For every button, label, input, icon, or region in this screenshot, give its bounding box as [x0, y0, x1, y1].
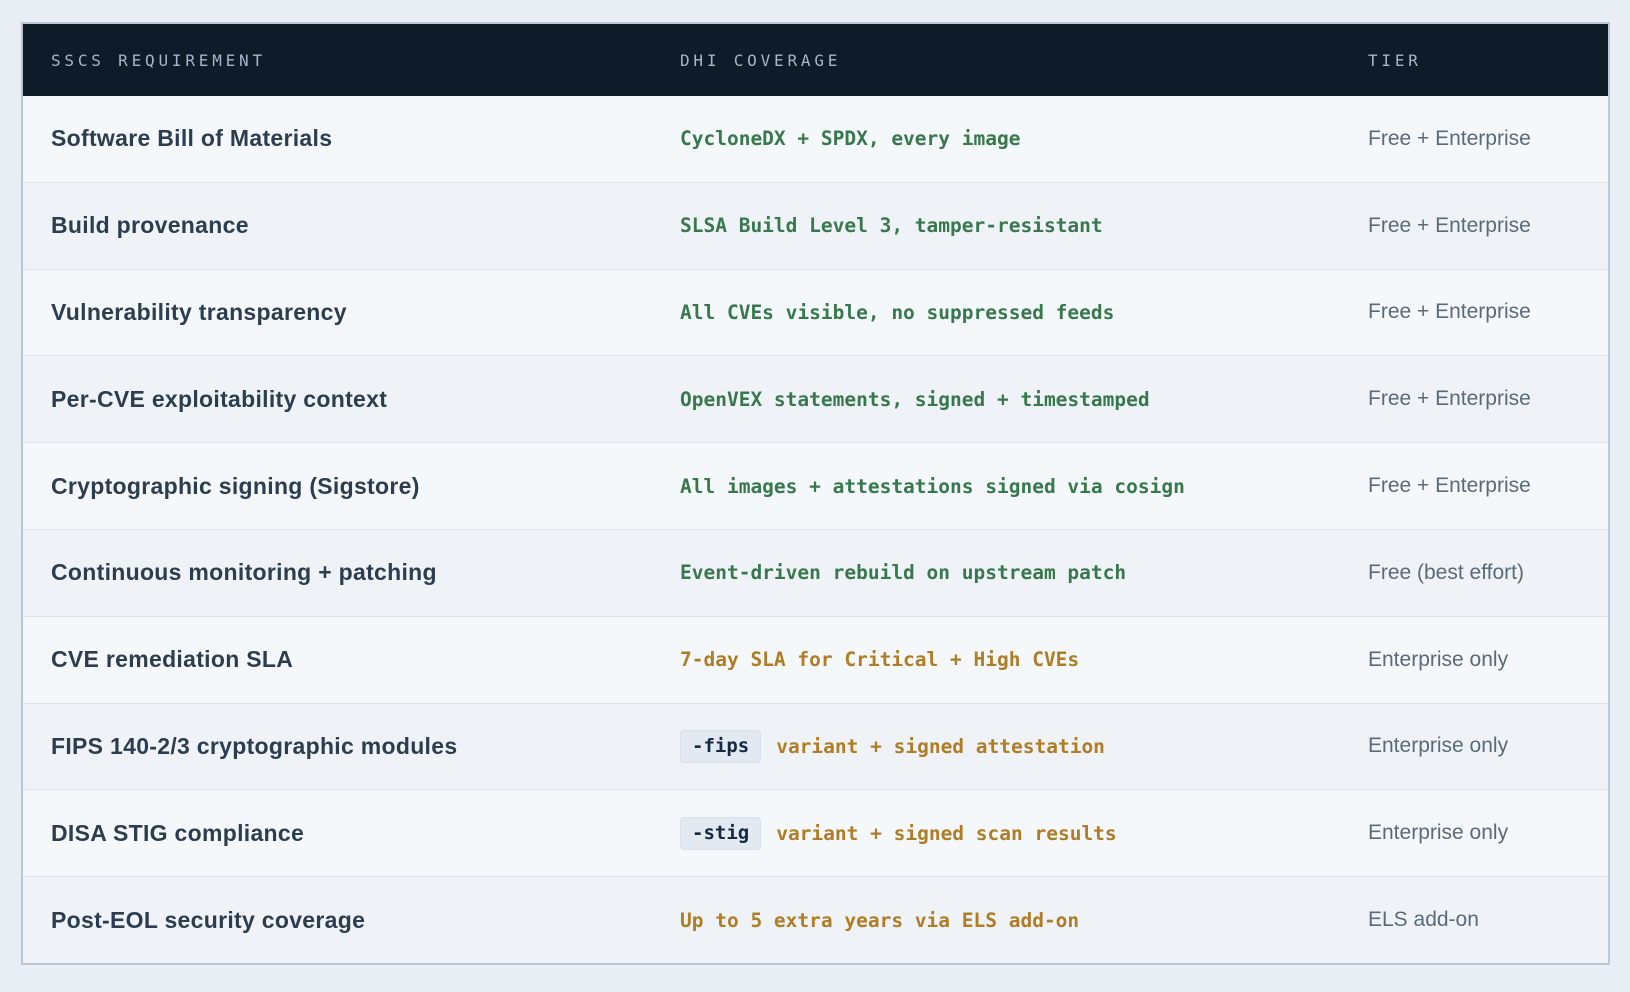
- coverage-text: SLSA Build Level 3, tamper-resistant: [680, 214, 1103, 238]
- coverage-text: CycloneDX + SPDX, every image: [680, 127, 1021, 151]
- tier-cell: Free + Enterprise: [1368, 300, 1531, 324]
- coverage-text: variant + signed scan results: [776, 821, 1117, 845]
- requirement-cell: Build provenance: [51, 212, 249, 239]
- tier-cell: ELS add-on: [1368, 908, 1479, 932]
- coverage-text: All images + attestations signed via cos…: [680, 474, 1185, 498]
- tier-cell: Enterprise only: [1368, 647, 1509, 671]
- tier-cell: Free + Enterprise: [1368, 126, 1531, 150]
- coverage-text: OpenVEX statements, signed + timestamped: [680, 387, 1150, 411]
- coverage-cell: SLSA Build Level 3, tamper-resistant: [680, 214, 1368, 237]
- coverage-text: Event-driven rebuild on upstream patch: [680, 561, 1127, 585]
- tier-cell: Free + Enterprise: [1368, 387, 1531, 411]
- requirement-cell: Post-EOL security coverage: [51, 906, 366, 933]
- table-row: Continuous monitoring + patching Event-dr…: [23, 528, 1608, 616]
- table-row: Build provenance SLSA Build Level 3, tamp…: [23, 181, 1608, 269]
- requirement-cell: DISA STIG compliance: [51, 819, 305, 846]
- table-row: Software Bill of Materials CycloneDX + SP…: [23, 96, 1608, 182]
- coverage-cell: All images + attestations signed via cos…: [680, 475, 1368, 498]
- requirement-cell: Vulnerability transparency: [51, 298, 347, 325]
- coverage-text: Up to 5 extra years via ELS add-on: [680, 908, 1080, 932]
- tier-cell: Enterprise only: [1368, 734, 1509, 758]
- requirement-cell: Per-CVE exploitability context: [51, 385, 388, 412]
- image-variant-chip: -stig: [680, 816, 762, 850]
- tier-cell: Free + Enterprise: [1368, 474, 1531, 498]
- table-header-row: SSCS REQUIREMENT DHI COVERAGE TIER: [23, 24, 1608, 96]
- coverage-text: variant + signed attestation: [776, 734, 1105, 758]
- table-row: DISA STIG compliance -stig variant + signe…: [23, 789, 1608, 877]
- requirement-cell: Continuous monitoring + patching: [51, 559, 437, 586]
- coverage-cell: CycloneDX + SPDX, every image: [680, 127, 1368, 150]
- coverage-text: All CVEs visible, no suppressed feeds: [680, 300, 1115, 324]
- coverage-cell: -fips variant + signed attestation: [680, 730, 1368, 763]
- coverage-text: 7-day SLA for Critical + High CVEs: [680, 648, 1080, 672]
- coverage-cell: Up to 5 extra years via ELS add-on: [680, 909, 1368, 932]
- image-variant-chip: -fips: [680, 730, 762, 763]
- sscs-coverage-table: SSCS REQUIREMENT DHI COVERAGE TIER Softw…: [21, 22, 1610, 965]
- column-header-tier: TIER: [1368, 50, 1422, 70]
- table-row: CVE remediation SLA 7-day SLA for Critica…: [23, 615, 1608, 703]
- requirement-cell: Cryptographic signing (Sigstore): [51, 472, 420, 499]
- tier-cell: Free (best effort): [1368, 560, 1525, 584]
- coverage-cell: Event-driven rebuild on upstream patch: [680, 561, 1368, 584]
- requirement-cell: Software Bill of Materials: [51, 125, 333, 152]
- table-row: Cryptographic signing (Sigstore) All imag…: [23, 442, 1608, 529]
- table-row: Per-CVE exploitability context OpenVEX st…: [23, 355, 1608, 443]
- table-row: Vulnerability transparency All CVEs visib…: [23, 268, 1608, 356]
- table-row: Post-EOL security coverage Up to 5 extra …: [23, 876, 1608, 963]
- column-header-sscs-requirement: SSCS REQUIREMENT: [51, 50, 266, 70]
- tier-cell: Free + Enterprise: [1368, 213, 1531, 237]
- coverage-cell: -stig variant + signed scan results: [680, 816, 1368, 850]
- column-header-dhi-coverage: DHI COVERAGE: [680, 50, 842, 70]
- coverage-cell: All CVEs visible, no suppressed feeds: [680, 301, 1368, 324]
- requirement-cell: FIPS 140-2/3 cryptographic modules: [51, 732, 458, 759]
- requirement-cell: CVE remediation SLA: [51, 646, 294, 673]
- coverage-cell: OpenVEX statements, signed + timestamped: [680, 388, 1368, 411]
- table-row: FIPS 140-2/3 cryptographic modules -fips v…: [23, 702, 1608, 790]
- table-body: Software Bill of Materials CycloneDX + SP…: [23, 96, 1608, 963]
- tier-cell: Enterprise only: [1368, 821, 1509, 845]
- coverage-cell: 7-day SLA for Critical + High CVEs: [680, 648, 1368, 671]
